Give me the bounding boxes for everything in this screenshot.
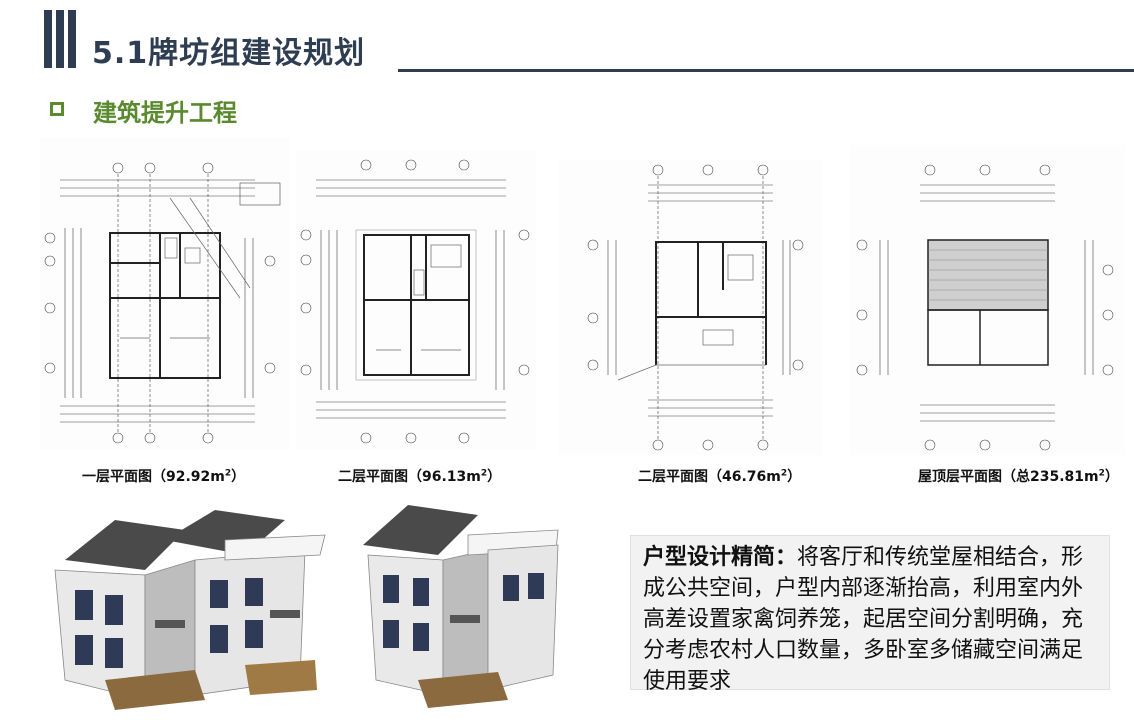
description-text: 将客厅和传统堂屋相结合，形成公共空间，户型内部逐渐抬高，利用室内外高差设置家禽饲…: [643, 545, 1084, 694]
section-title: 建筑提升工程: [93, 99, 237, 127]
building-render-2: [363, 505, 559, 708]
floor-plan-3: [558, 160, 823, 455]
plan-caption-4: 屋顶层平面图（总235.81m2）: [918, 468, 1119, 485]
plan-caption-3: 二层平面图（46.76m2）: [638, 468, 802, 485]
design-description-box: 户型设计精简：将客厅和传统堂屋相结合，形成公共空间，户型内部逐渐抬高，利用室内外…: [630, 535, 1110, 694]
building-render-1: [54, 510, 326, 710]
header-bar-2: [56, 10, 64, 68]
title-underline: [398, 69, 1134, 72]
header-bar-1: [44, 10, 52, 68]
plan-caption-1: 一层平面图（92.92m2）: [82, 468, 246, 485]
section-bullet-icon: [50, 102, 64, 116]
description-heading: 户型设计精简：: [643, 545, 798, 570]
floor-plan-4: [850, 145, 1125, 455]
floor-plan-1: [40, 138, 290, 450]
page-title: 5.1牌坊组建设规划: [92, 36, 366, 71]
header-bar-3: [68, 10, 76, 68]
plan-caption-2: 二层平面图（96.13m2）: [338, 468, 502, 485]
floor-plan-2: [296, 150, 536, 450]
